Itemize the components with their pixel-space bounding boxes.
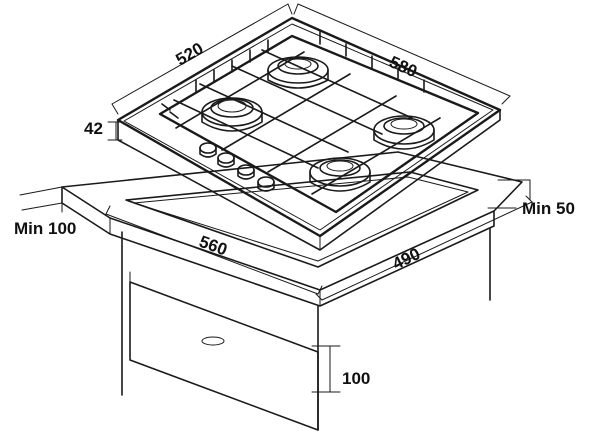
pan-support-bars [161,31,441,195]
burner-rear-right [267,56,329,89]
dim-min-back: Min 50 [522,199,575,218]
dimension-lines [19,3,533,393]
burner-front-right [373,115,435,150]
burner-rear-left [201,97,263,132]
drawer-front [129,281,319,431]
dim-hob-width: 520 [173,39,207,70]
knob-icon [199,142,217,158]
drawer-handle [201,336,225,346]
dim-hob-height: 42 [84,119,103,138]
pan-support-frame [158,34,480,214]
knob-icon [237,164,255,180]
knob-icon [257,176,275,192]
dim-cutout-depth: 490 [389,244,423,274]
cabinet-body [121,227,491,431]
dim-min-front: Min 100 [14,219,76,238]
knob-icon [217,152,235,168]
hob [116,16,502,251]
burner-front-left [309,157,371,192]
control-knobs [199,142,275,192]
dim-cutout-width: 560 [197,232,230,260]
dim-drawer-gap: 100 [342,369,370,388]
